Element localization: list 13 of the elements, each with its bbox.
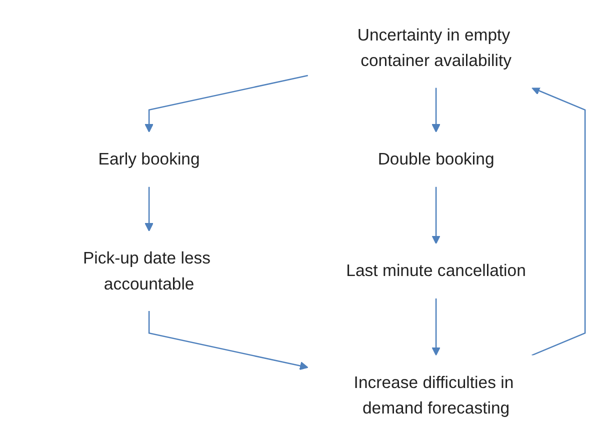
arrow	[432, 88, 440, 132]
arrow	[144, 186, 154, 232]
node-text: Double booking	[378, 150, 494, 169]
arrow	[531, 86, 586, 356]
node-text: Increase difficulties in demand forecasting	[354, 373, 514, 417]
node-text: Pick-up date less accountable	[82, 248, 211, 293]
node-text: Early booking	[98, 150, 200, 169]
arrow	[432, 298, 440, 356]
node-text: Last minute cancellation	[346, 261, 526, 280]
arrow	[144, 74, 308, 132]
arrow	[432, 186, 440, 244]
arrow	[148, 310, 308, 370]
node-text: Uncertainty in empty container availability	[357, 26, 512, 70]
